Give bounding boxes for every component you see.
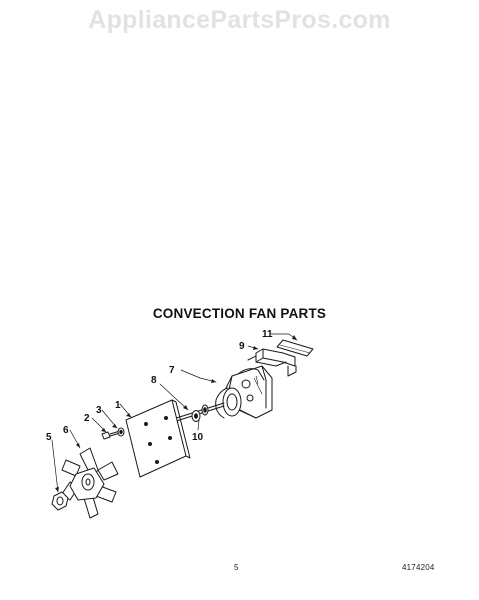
callout-11: 11: [262, 329, 273, 340]
page-number: 5: [234, 563, 239, 572]
watermark-text: AppliancePartsPros.com: [88, 6, 391, 34]
callout-6: 6: [63, 425, 69, 436]
nut-part-10: [191, 410, 201, 422]
callout-10: 10: [192, 432, 204, 443]
insulation-pad-part: [276, 339, 314, 357]
screw-part: [101, 430, 121, 440]
callout-2: 2: [84, 413, 90, 424]
callout-7: 7: [169, 365, 175, 376]
nut-part-5: [51, 491, 69, 511]
washer-part-3: [117, 427, 125, 437]
callout-5: 5: [46, 432, 52, 443]
callout-8: 8: [151, 375, 157, 386]
mounting-plate-part: [125, 399, 191, 478]
document-number: 4174204: [402, 563, 435, 572]
callout-3: 3: [96, 405, 102, 416]
callout-9: 9: [239, 341, 245, 352]
fan-motor-part: [215, 365, 273, 419]
fan-blade-part: [61, 447, 119, 519]
callout-arrowheads: [55, 335, 297, 492]
bracket-part: [247, 348, 297, 377]
diagram-title: CONVECTION FAN PARTS: [152, 306, 327, 321]
washer-part-8: [201, 404, 209, 416]
callout-1: 1: [115, 400, 121, 411]
